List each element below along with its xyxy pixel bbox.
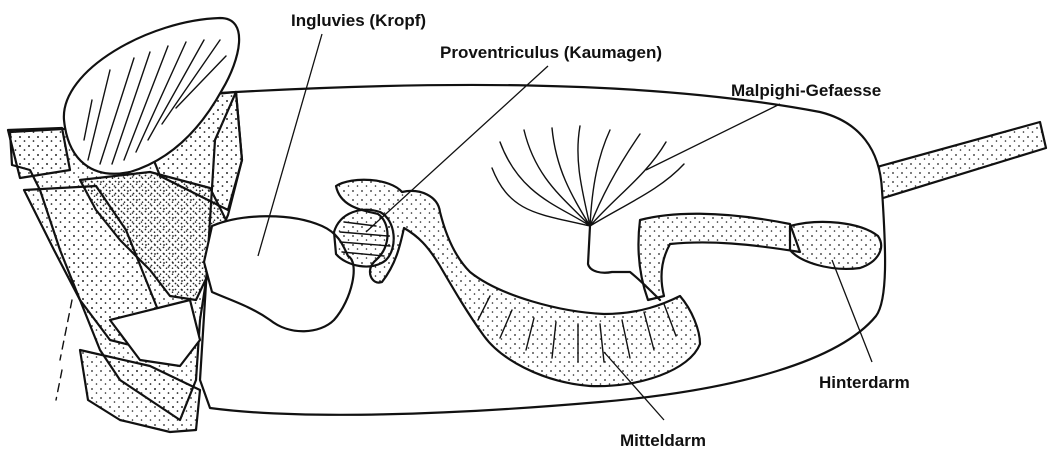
label-proventriculus: Proventriculus (Kaumagen) bbox=[440, 43, 662, 62]
label-mitteldarm: Mitteldarm bbox=[620, 431, 706, 450]
label-malpighi: Malpighi-Gefaesse bbox=[731, 81, 881, 100]
label-ingluvies: Ingluvies (Kropf) bbox=[291, 11, 426, 30]
head-cap bbox=[8, 128, 70, 178]
dash-line bbox=[56, 300, 72, 400]
label-hinterdarm: Hinterdarm bbox=[819, 373, 910, 392]
